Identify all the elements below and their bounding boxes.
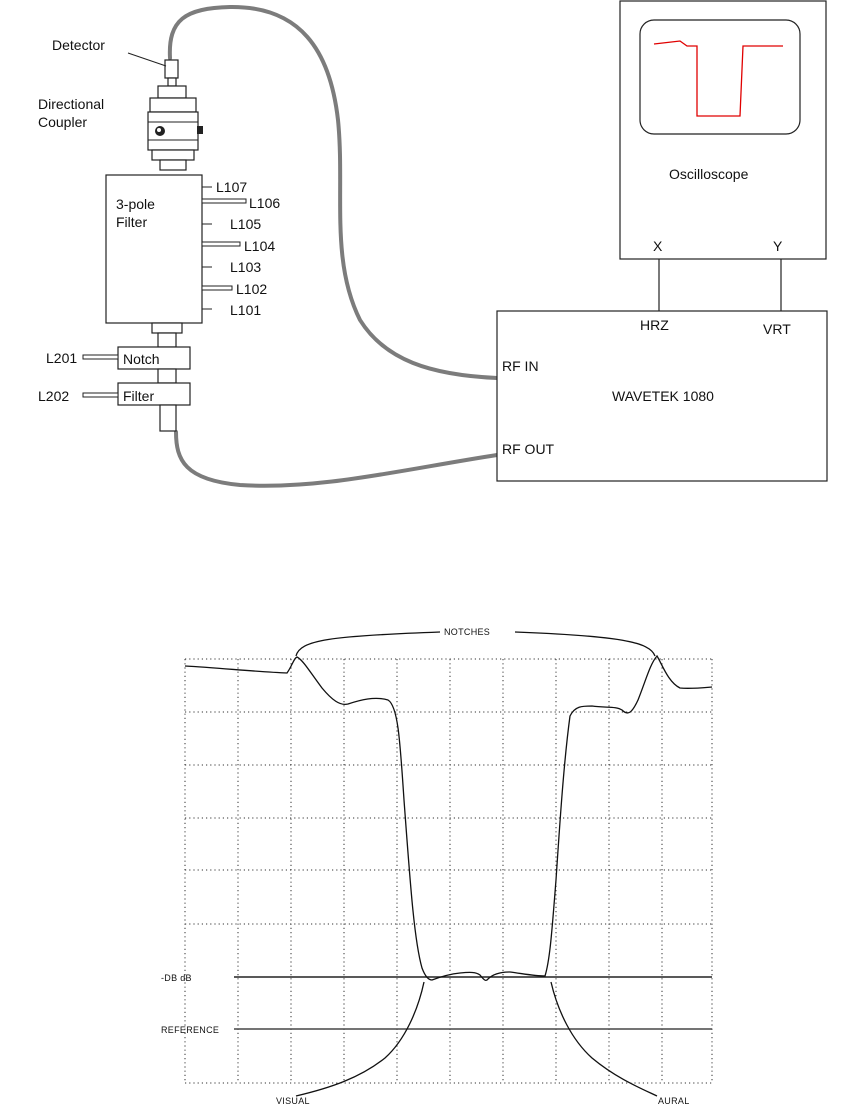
filter-connector <box>152 323 182 333</box>
rf-out-label: RF OUT <box>502 441 555 457</box>
coupler-knob <box>197 126 203 134</box>
notch-inductor-label: L201 <box>46 350 77 366</box>
visual-label: VISUAL <box>276 1096 310 1105</box>
aural-skirt <box>551 982 657 1096</box>
filter-label-line1: 3-pole <box>116 196 155 212</box>
inductor-l104: L104 <box>244 238 275 254</box>
notch-inductor-stub <box>83 355 118 359</box>
response-grid <box>185 659 712 1083</box>
detector-leader <box>128 53 166 66</box>
filter-inductor-stub <box>83 393 118 397</box>
notches-label: NOTCHES <box>444 627 490 637</box>
coupler-label-line1: Directional <box>38 96 104 112</box>
coupler-label-line2: Coupler <box>38 114 87 130</box>
aural-label: AURAL <box>658 1096 690 1105</box>
response-curve <box>185 656 712 980</box>
reference-label: REFERENCE <box>161 1025 219 1035</box>
vrt-label: VRT <box>763 321 791 337</box>
inductor-l101: L101 <box>230 302 261 318</box>
x-label: X <box>653 238 663 254</box>
wavetek-label: WAVETEK 1080 <box>612 388 714 404</box>
hrz-label: HRZ <box>640 317 669 333</box>
notch-label: Notch <box>123 351 160 367</box>
small-filter-label: Filter <box>123 388 154 404</box>
filter-stem <box>158 333 176 347</box>
detector-label: Detector <box>52 37 105 53</box>
response-plot: -DB dB REFERENCE NOTCHES VISUAL AURAL <box>161 627 712 1105</box>
test-setup: Detector Directional Coupler 3-pole Filt… <box>38 1 827 486</box>
rf-out-cable <box>176 432 497 486</box>
inductor-l105: L105 <box>230 216 261 232</box>
visual-skirt <box>296 982 424 1096</box>
rf-in-label: RF IN <box>502 358 539 374</box>
inductor-l102: L102 <box>236 281 267 297</box>
filter-label-line2: Filter <box>116 214 147 230</box>
oscilloscope-label: Oscilloscope <box>669 166 749 182</box>
filter-inductor-label: L202 <box>38 388 69 404</box>
inductor-l107: L107 <box>216 179 247 195</box>
filter-output-stem <box>160 405 176 431</box>
inductor-l106: L106 <box>249 195 280 211</box>
inductor-l103: L103 <box>230 259 261 275</box>
oscilloscope-screen <box>640 20 800 134</box>
detector-stem <box>168 78 176 86</box>
y-label: Y <box>773 238 783 254</box>
detector-block <box>165 60 178 78</box>
db-label: -DB dB <box>161 973 192 983</box>
notch-stem <box>158 369 176 383</box>
directional-coupler <box>148 86 203 170</box>
